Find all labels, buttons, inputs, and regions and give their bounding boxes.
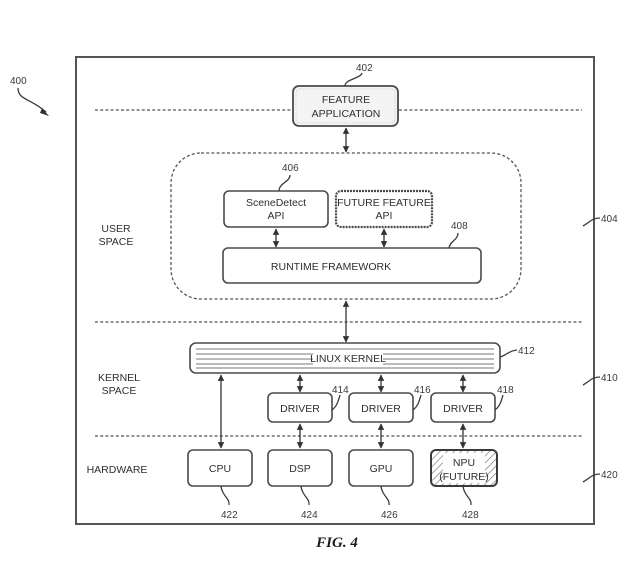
future-feature-api-line1: FUTURE FEATURE: [337, 197, 431, 209]
npu-future-box: NPU (FUTURE): [430, 449, 498, 487]
ref-412-leader: [499, 349, 518, 358]
ref-406-leader: [278, 174, 291, 192]
driver-1-label: DRIVER: [280, 403, 320, 415]
linux-kernel-bar: LINUX KERNEL: [189, 342, 501, 374]
npu-label-line2: (FUTURE): [439, 471, 489, 483]
ref-424-leader: [300, 485, 310, 506]
feature-application-box: FEATURE APPLICATION: [292, 85, 399, 127]
ref-408-leader: [448, 232, 459, 249]
feature-application-line2: APPLICATION: [312, 108, 381, 120]
driver-3-ref: 418: [497, 385, 514, 396]
figure-ref-arrowhead: [40, 108, 49, 116]
driver-box-2: DRIVER: [348, 392, 414, 423]
hardware-label: HARDWARE: [87, 464, 148, 476]
scenedetect-api-ref: 406: [282, 163, 299, 174]
runtime-framework-box: RUNTIME FRAMEWORK: [222, 247, 482, 284]
cpu-ref: 422: [221, 510, 238, 521]
ref-422-leader: [220, 485, 230, 506]
ref-428-leader: [462, 485, 472, 506]
driver-box-1: DRIVER: [267, 392, 333, 423]
kernel-space-ref: 410: [601, 373, 618, 384]
ref-410-leader: [582, 376, 601, 386]
ref-404-leader: [582, 217, 601, 227]
ref-414-leader: [331, 394, 341, 411]
driver-1-ref: 414: [332, 385, 349, 396]
gpu-label: GPU: [370, 463, 393, 475]
ref-418-leader: [494, 394, 504, 411]
dsp-ref: 424: [301, 510, 318, 521]
dsp-label: DSP: [289, 463, 311, 475]
kernel-space-label-line2: SPACE: [102, 385, 137, 397]
driver-2-label: DRIVER: [361, 403, 401, 415]
outer-frame: [75, 56, 595, 525]
gpu-ref: 426: [381, 510, 398, 521]
ref-420-leader: [582, 473, 601, 483]
scenedetect-api-box: SceneDetect API: [223, 190, 329, 228]
ref-426-leader: [380, 485, 390, 506]
figure-ref-arrow: [17, 87, 47, 113]
feature-application-ref: 402: [356, 63, 373, 74]
ref-416-leader: [412, 394, 422, 411]
user-space-label-line2: SPACE: [99, 236, 134, 248]
feature-application-line1: FEATURE: [322, 94, 370, 106]
kernel-space-label-line1: KERNEL: [98, 372, 140, 384]
gpu-box: GPU: [348, 449, 414, 487]
npu-ref: 428: [462, 510, 479, 521]
dsp-box: DSP: [267, 449, 333, 487]
scenedetect-api-line1: SceneDetect: [246, 197, 306, 209]
ref-402-leader: [344, 72, 363, 87]
driver-box-3: DRIVER: [430, 392, 496, 423]
figure-ref-400: 400: [10, 76, 27, 87]
runtime-framework-ref: 408: [451, 221, 468, 232]
linux-kernel-label: LINUX KERNEL: [310, 353, 386, 365]
user-space-ref: 404: [601, 214, 618, 225]
user-space-label-line1: USER: [101, 223, 131, 235]
runtime-framework-label: RUNTIME FRAMEWORK: [271, 261, 391, 273]
cpu-box: CPU: [187, 449, 253, 487]
hardware-ref: 420: [601, 470, 618, 481]
user-space-container: [170, 152, 522, 300]
npu-label-line1: NPU: [453, 457, 475, 469]
driver-3-label: DRIVER: [443, 403, 483, 415]
cpu-label: CPU: [209, 463, 231, 475]
scenedetect-api-line2: API: [268, 210, 285, 222]
future-feature-api-box: FUTURE FEATURE API: [334, 189, 434, 229]
driver-2-ref: 416: [414, 385, 431, 396]
linux-kernel-ref: 412: [518, 346, 535, 357]
future-feature-api-line2: API: [376, 210, 393, 222]
figure-caption: FIG. 4: [315, 535, 358, 551]
